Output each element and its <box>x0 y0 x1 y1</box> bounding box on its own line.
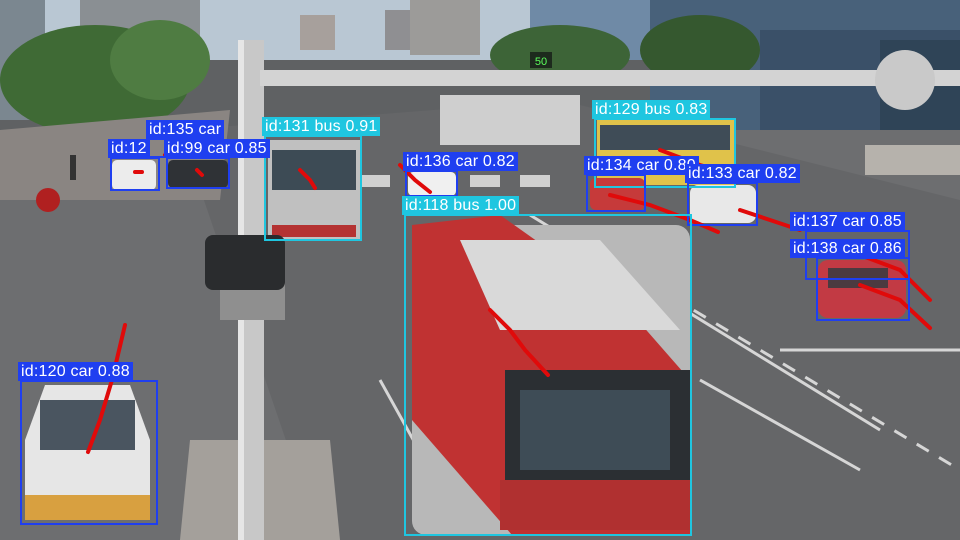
bus-131 <box>268 140 360 240</box>
detection-box-118 <box>404 214 692 536</box>
track-trails <box>86 148 932 454</box>
detection-box-131 <box>264 135 362 241</box>
detection-label-120: id:120 car 0.88 <box>18 362 133 381</box>
detection-box-136 <box>405 170 458 197</box>
detection-box-129 <box>594 118 736 188</box>
car-133 <box>690 185 756 223</box>
detection-label-138: id:138 car 0.86 <box>790 239 905 258</box>
detection-box-120 <box>20 380 158 525</box>
detection-box-138 <box>816 257 910 321</box>
detection-box-12 <box>110 157 160 191</box>
detection-label-131: id:131 bus 0.91 <box>262 117 381 136</box>
detection-label-136: id:136 car 0.82 <box>403 152 518 171</box>
detection-box-134 <box>586 174 646 212</box>
bus-118 <box>412 215 690 535</box>
detection-label-99: id:99 car 0.85 <box>164 139 270 158</box>
detection-label-137: id:137 car 0.85 <box>790 212 905 231</box>
car-12 <box>112 160 156 190</box>
car-dark <box>205 235 285 290</box>
speed-sign-text: 50 <box>535 56 547 68</box>
detection-label-12: id:12 <box>108 139 150 158</box>
detection-label-129: id:129 bus 0.83 <box>592 100 711 119</box>
detection-label-134: id:134 car 0.80 <box>584 156 699 175</box>
detection-label-118: id:118 bus 1.00 <box>402 196 520 215</box>
detection-box-133 <box>687 182 758 226</box>
detection-box-99 <box>166 157 230 189</box>
detection-label-135: id:135 car <box>146 120 225 139</box>
car-136 <box>408 172 456 196</box>
car-99 <box>168 160 228 188</box>
detection-label-133: id:133 car 0.82 <box>685 164 800 183</box>
